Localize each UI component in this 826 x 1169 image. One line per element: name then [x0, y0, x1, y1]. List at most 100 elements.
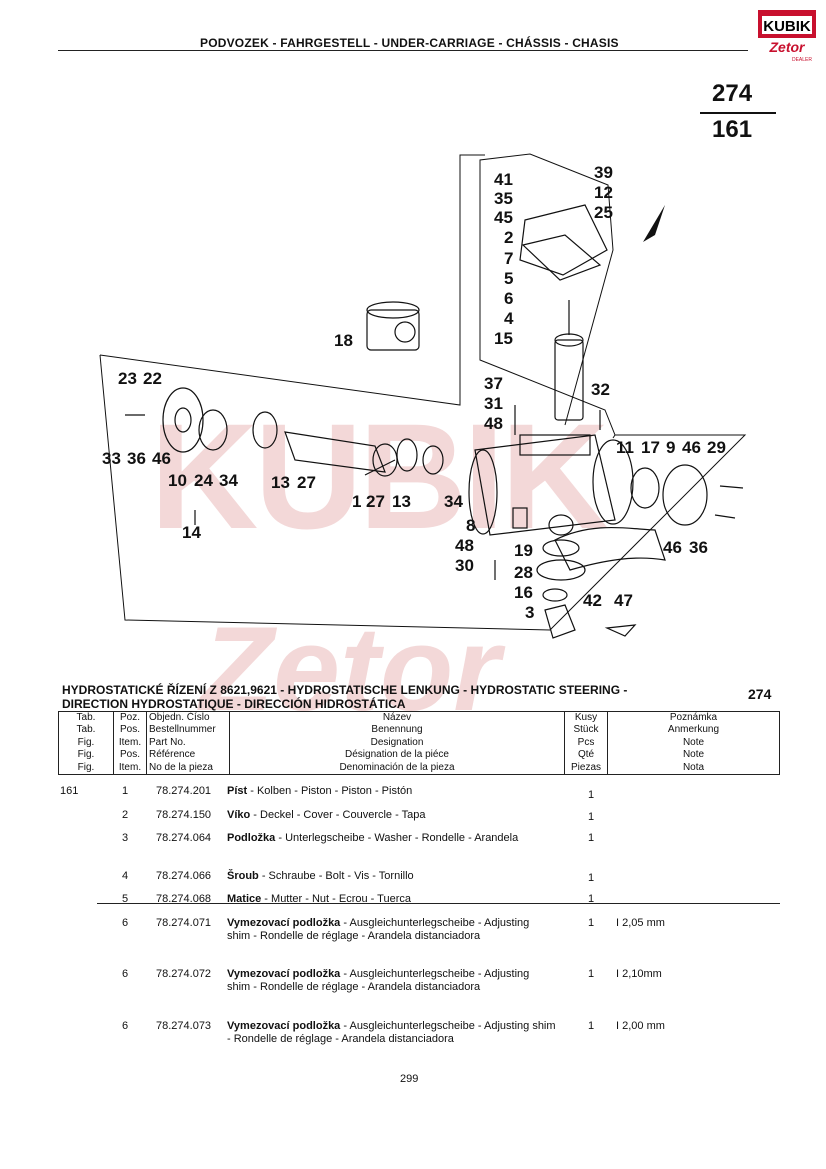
callout-10: 10: [168, 471, 187, 490]
callout-9: 9: [666, 438, 676, 457]
callout-36: 36: [127, 449, 146, 468]
callout-45: 45: [494, 208, 513, 227]
row-description: Matice - Mutter - Nut - Ecrou - Tuerca: [227, 893, 412, 905]
callout-36-right: 36: [689, 538, 708, 557]
row-qty: 1: [588, 811, 595, 823]
kubik-zetor-logo: KUBIK Zetor DEALER: [757, 8, 817, 64]
row-qty: 1: [588, 893, 595, 905]
callout-8: 8: [466, 516, 476, 535]
row-description: Vymezovací podložka - Ausgleichunterlegs…: [227, 968, 530, 993]
callout-48: 48: [484, 414, 503, 433]
callout-18: 18: [334, 331, 353, 350]
svg-text:KUBIK: KUBIK: [763, 18, 811, 35]
parts-table-header: Tab. Tab. Fig. Fig. Fig. Poz. Pos. Item.…: [58, 710, 780, 776]
section-title-line1: HYDROSTATICKÉ ŘÍZENÍ Z 8621,9621 - HYDRO…: [62, 683, 628, 697]
callout-28: 28: [514, 563, 533, 582]
row-divider: [97, 903, 780, 904]
watermark-kubik: KUBIK: [150, 392, 609, 560]
callout-22: 22: [143, 369, 162, 388]
header-part-number: Objedn. Číslo Bestellnummer Part No. Réf…: [146, 710, 230, 776]
callout-2: 2: [504, 228, 514, 247]
callout-19: 19: [514, 541, 533, 560]
row-description: Podložka - Unterlegscheibe - Washer - Ro…: [227, 832, 519, 844]
page-number: 299: [400, 1073, 419, 1085]
row-description: Vymezovací podložka - Ausgleichunterlegs…: [227, 917, 530, 942]
row-description: Píst - Kolben - Piston - Piston - Pistón: [227, 785, 413, 797]
row-description: Vymezovací podložka - Ausgleichunterlegs…: [227, 1020, 556, 1045]
callout-15: 15: [494, 329, 513, 348]
row-qty: 1: [588, 968, 595, 980]
callout-35: 35: [494, 189, 513, 208]
callout-4: 4: [504, 309, 514, 328]
callout-34-left: 34: [219, 471, 238, 490]
callout-33: 33: [102, 449, 121, 468]
callout-7: 7: [504, 249, 514, 268]
callout-6: 6: [504, 289, 514, 308]
callout-11: 11: [616, 438, 634, 457]
row-part-number: 78.274.068: [156, 893, 212, 905]
header-tab: Tab. Tab. Fig. Fig. Fig.: [58, 710, 114, 776]
callout-1: 1: [352, 492, 362, 511]
callout-3: 3: [525, 603, 535, 622]
row-note: I 2,00 mm: [616, 1020, 665, 1032]
row-pos: 6: [122, 1020, 129, 1032]
tab-number-divider: [700, 112, 776, 114]
section-title-line2: DIRECTION HYDROSTATIQUE - DIRECCIÓN HIDR…: [62, 697, 406, 711]
row-pos: 6: [122, 968, 129, 980]
callout-29: 29: [707, 438, 726, 457]
callout-32: 32: [591, 380, 610, 399]
callout-37: 37: [484, 374, 503, 393]
row-part-number: 78.274.066: [156, 870, 212, 882]
row-part-number: 78.274.071: [156, 917, 212, 929]
callout-13: 13: [392, 492, 411, 511]
row-qty: 1: [588, 872, 595, 884]
callout-27: 27: [366, 492, 385, 511]
callout-5: 5: [504, 269, 514, 288]
callout-23: 23: [118, 369, 137, 388]
callout-46-right: 46: [663, 538, 682, 557]
row-pos: 5: [122, 893, 129, 905]
row-description: Šroub - Schraube - Bolt - Vis - Tornillo: [227, 870, 414, 882]
row-pos: 1: [122, 785, 129, 797]
callout-27-left: 27: [297, 473, 316, 492]
row-description: Víko - Deckel - Cover - Couvercle - Tapa: [227, 809, 426, 821]
callout-41: 41: [494, 170, 513, 189]
row-tab: 161: [60, 785, 79, 797]
svg-text:Zetor: Zetor: [769, 39, 807, 55]
section-number: 274: [748, 686, 772, 702]
row-pos: 3: [122, 832, 129, 844]
callout-48-lower: 48: [455, 536, 474, 555]
row-note: I 2,05 mm: [616, 917, 665, 929]
callout-46: 46: [682, 438, 701, 457]
row-pos: 6: [122, 917, 129, 929]
callout-34: 34: [444, 492, 463, 511]
exploded-parts-diagram: [95, 150, 755, 660]
row-part-number: 78.274.072: [156, 968, 212, 980]
callout-47: 47: [614, 591, 633, 610]
row-part-number: 78.274.064: [156, 832, 212, 844]
header-name: Název Benennung Designation Désignation …: [229, 710, 565, 776]
callout-30: 30: [455, 556, 474, 575]
page-header-title: PODVOZEK - FAHRGESTELL - UNDER-CARRIAGE …: [200, 36, 619, 50]
row-pos: 4: [122, 870, 129, 882]
row-qty: 1: [588, 789, 595, 801]
header-qty: Kusy Stück Pcs Qté Piezas: [564, 710, 608, 776]
row-part-number: 78.274.201: [156, 785, 212, 797]
fig-number: 161: [712, 116, 753, 143]
callout-14: 14: [182, 523, 201, 542]
callout-39: 39: [594, 163, 613, 182]
row-qty: 1: [588, 917, 595, 929]
row-qty: 1: [588, 832, 595, 844]
row-part-number: 78.274.073: [156, 1020, 212, 1032]
header-pos: Poz. Pos. Item. Pos. Item.: [113, 710, 147, 776]
callout-46-left: 46: [152, 449, 171, 468]
callout-31: 31: [484, 394, 503, 413]
callout-42: 42: [583, 591, 602, 610]
callout-16: 16: [514, 583, 533, 602]
tab-number: 274: [712, 80, 753, 107]
callout-13-left: 13: [271, 473, 290, 492]
row-part-number: 78.274.150: [156, 809, 212, 821]
header-note: Poznámka Anmerkung Note Note Nota: [607, 710, 780, 776]
header-divider: [58, 50, 748, 51]
row-qty: 1: [588, 1020, 595, 1032]
